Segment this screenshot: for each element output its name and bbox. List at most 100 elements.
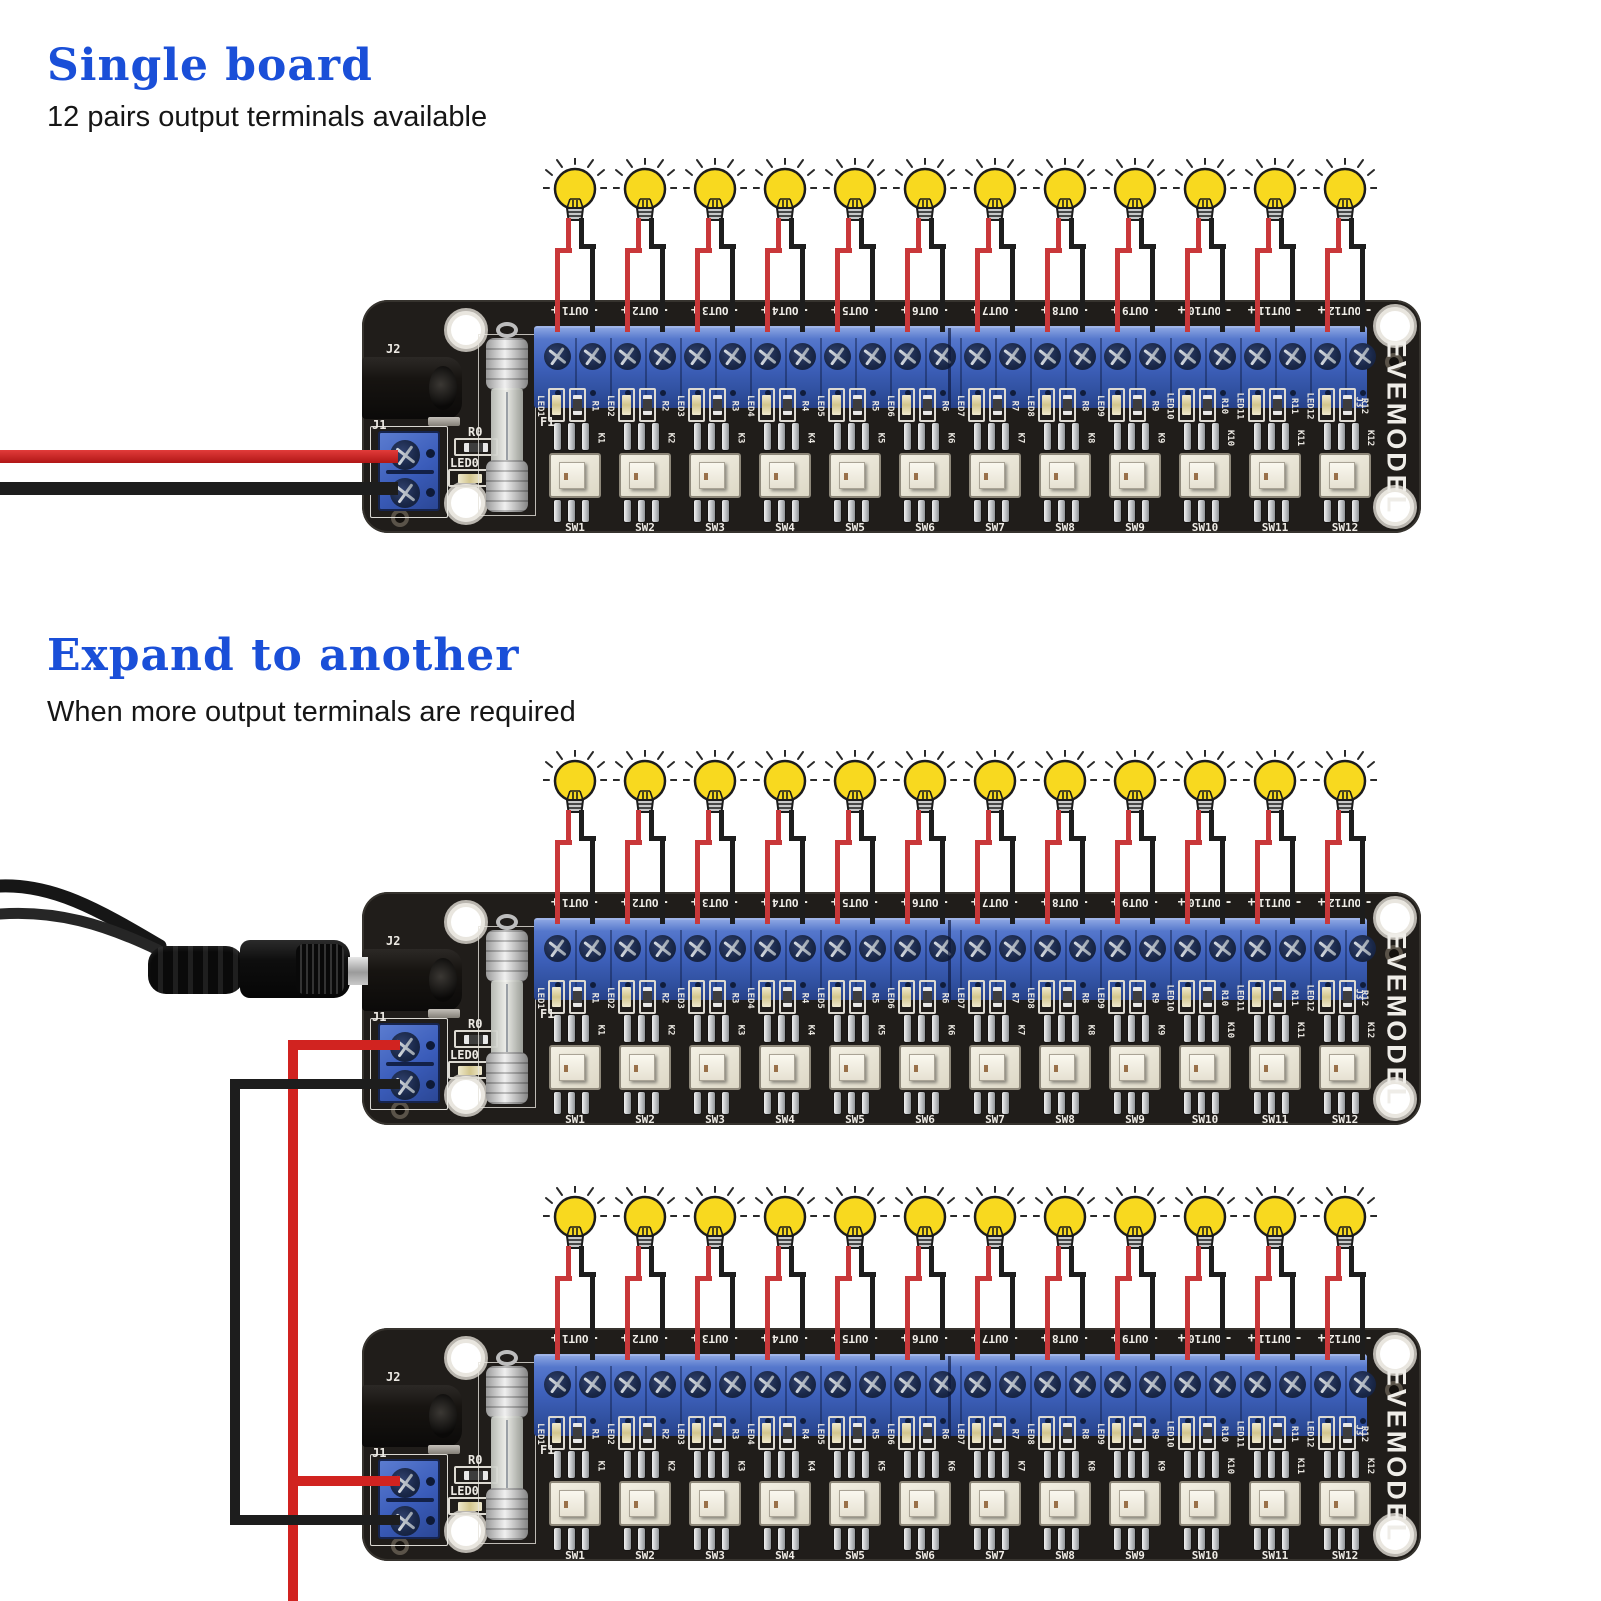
toggle-switch [1179,1481,1231,1526]
out-label-minus: - [1151,302,1160,318]
channel-led-label-text: LED6 [885,987,895,1009]
channel-resistor [1269,980,1286,1014]
channel-led-label: LED5 [814,980,826,1016]
component-pin [638,423,645,450]
terminal-screw [1209,1371,1236,1398]
out-label-plus: + [1111,895,1119,910]
terminal-screw [1104,935,1131,962]
terminal-separator [1275,930,1277,988]
mounting-hole [1373,1513,1417,1557]
component-pin [1352,1451,1359,1478]
terminal-separator [820,930,822,988]
out-label-minus: - [591,302,600,318]
channel-resistor-label-text: R3 [729,1428,739,1440]
channel-resistor-label-text: R5 [869,1428,879,1440]
out-label-plus: + [831,1331,839,1346]
light-bulb-icon [1242,1185,1308,1249]
component-pin [1114,1451,1121,1478]
single-board-subtitle: 12 pairs output terminals available [47,101,488,133]
jumper-wire-red [288,1040,298,1601]
channel-resistor-label: R8 [1078,388,1090,424]
led0-label: LED0 [450,1048,479,1062]
light-bulb-icon [892,749,958,813]
switch-label: SW8 [1055,1113,1075,1126]
positive-wire-segment [1255,1276,1260,1360]
component-pin [1072,1092,1079,1114]
screw-dot [1185,1418,1191,1424]
channel-led-label: LED8 [1024,980,1036,1016]
component-pin [862,500,869,522]
terminal-screw [859,343,886,370]
negative-wire-segment [1010,836,1015,924]
bulb-3-12 [1312,1185,1378,1250]
resistor-chip [993,395,1002,415]
negative-wire-segment [1220,836,1225,924]
mounting-hole [444,1073,488,1117]
screw-dot [975,390,981,396]
component-pin [1128,500,1135,522]
component-pin [974,1451,981,1478]
screw-dot [1360,390,1366,396]
positive-wire-segment [695,1276,700,1360]
dc-jack [362,949,462,1011]
expand-title: Expand to another [47,630,520,681]
screw-dot [1080,982,1086,988]
channel-led-label-text: LED3 [675,1423,685,1445]
component-pin [1352,423,1359,450]
terminal-screw [544,343,571,370]
component-pin [1212,1451,1219,1478]
switch-knob [559,1490,585,1517]
positive-wire-segment [1115,248,1132,253]
negative-wire-segment [660,1272,665,1360]
out-label-minus: - [941,302,950,318]
component-pin [778,1451,785,1478]
terminal-screw [929,1371,956,1398]
component-pin [694,1451,701,1478]
positive-wire-segment [986,1246,991,1281]
strip-seam [948,920,951,1002]
positive-wire-segment [846,810,851,845]
positive-wire-segment [695,840,700,924]
relay-label-text: K3 [735,432,745,444]
component-pin [848,1451,855,1478]
led-chip [1322,395,1331,415]
positive-wire-segment [1045,840,1062,845]
led-chip [1252,395,1261,415]
component-pin [1184,1528,1191,1550]
out-label-minus: - [1224,894,1233,910]
relay-label-text: K10 [1225,1457,1236,1475]
out-label-out: OUT4 [771,895,799,909]
j3-label: J3 [1352,1412,1364,1448]
terminal-separator [575,1366,577,1424]
screw-dot [695,982,701,988]
positive-wire-segment [1115,840,1120,924]
channel-led-label-text: LED11 [1235,1420,1245,1448]
channel-led-label-text: LED5 [815,395,825,417]
dc-power-cable-curves [0,879,167,956]
negative-wire-segment [649,1272,666,1277]
positive-wire-segment [916,1246,921,1281]
brand-text-label: EVEMODEL [1381,339,1412,515]
negative-wire-segment [859,244,876,249]
negative-wire-segment [719,1272,736,1277]
terminal-screw [614,1371,641,1398]
toggle-switch [1039,453,1091,498]
out-label-out: OUT2 [631,895,659,909]
relay-label-text: K3 [735,1460,745,1472]
mounting-hole [444,1336,488,1380]
channel-led-label: LED6 [884,980,896,1016]
resistor-chip [713,987,722,1007]
dc-plug-ferrule [348,957,368,985]
mounting-hole [444,308,488,352]
channel-resistor [779,388,796,422]
terminal-separator [1100,338,1102,396]
led-chip [458,1501,482,1511]
channel-led-label: LED6 [884,388,896,424]
negative-wire-segment [1080,1272,1085,1360]
channel-resistor-label: R8 [1078,1416,1090,1452]
light-bulb-icon [612,157,678,221]
via-hole [1385,945,1403,963]
out-label-plus: + [1317,1330,1326,1346]
resistor-chip [853,395,862,415]
relay-label-text: K5 [875,432,885,444]
